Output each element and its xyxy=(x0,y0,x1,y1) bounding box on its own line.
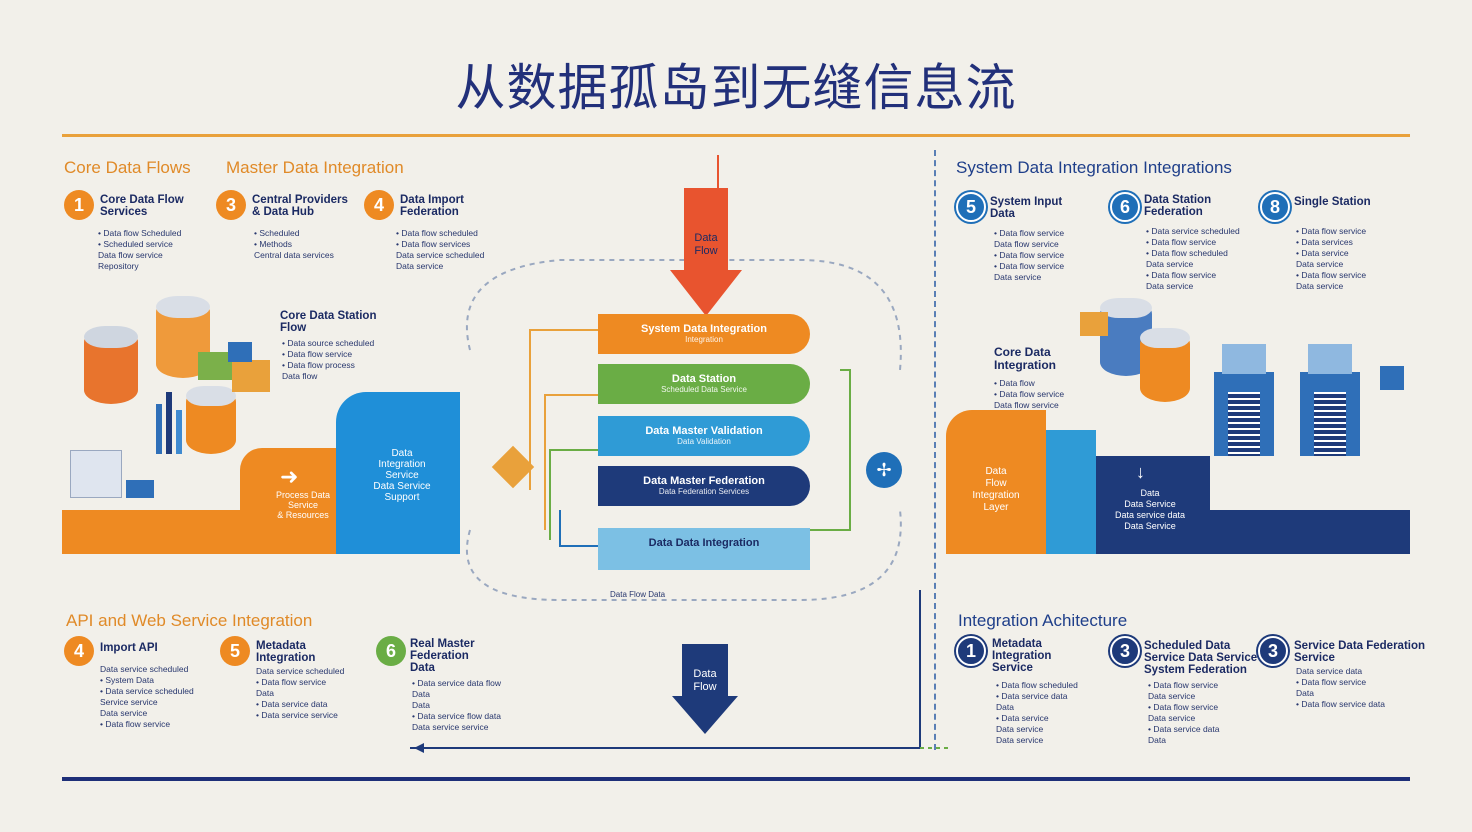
blue-integration-block xyxy=(336,392,460,554)
stack-bar-sub: Integration xyxy=(685,335,723,344)
stack-bar-3: Data Master Validation Data Validation xyxy=(598,416,810,456)
item-title: Scheduled Data Service Data Service Syst… xyxy=(1144,640,1258,676)
step-badge: 5 xyxy=(956,192,986,222)
step-badge: 6 xyxy=(1110,192,1140,222)
flow-bullets: • Data source scheduled • Data flow serv… xyxy=(282,338,375,381)
cyan-strip xyxy=(1046,430,1096,554)
stack-bar-title: Data Master Validation xyxy=(645,425,763,437)
shuffle-icon: ✢ xyxy=(866,452,902,488)
item-title: Data Station Federation xyxy=(1144,194,1212,218)
item-bullets: • Data flow service • Data services • Da… xyxy=(1296,226,1367,291)
item-bullets: • Data service scheduled • Data flow ser… xyxy=(1146,226,1240,291)
item-bullets: • Data flow service Data service • Data … xyxy=(1148,680,1220,745)
vertical-divider xyxy=(934,150,936,750)
down-arrow-red xyxy=(670,188,742,316)
step-badge: 5 xyxy=(220,636,250,666)
stack-bar-title: Data Master Federation xyxy=(643,475,765,487)
navy-notch xyxy=(1210,456,1410,510)
item-bullets: • Data flow service Data flow service • … xyxy=(994,228,1065,282)
item-bullets: • Data flow scheduled • Data service dat… xyxy=(996,680,1078,745)
center-flow-diagram xyxy=(410,155,950,753)
stack-bar-title: System Data Integration xyxy=(641,323,767,335)
stack-bar-4: Data Master Federation Data Federation S… xyxy=(598,466,810,506)
step-badge: 4 xyxy=(64,636,94,666)
top-divider xyxy=(62,134,1410,137)
step-badge: 8 xyxy=(1260,192,1290,222)
step-badge: 3 xyxy=(1110,636,1140,666)
item-bullets: Data service data • Data flow service Da… xyxy=(1296,666,1385,709)
orange-base-bar xyxy=(62,510,362,554)
step-badge: 1 xyxy=(956,636,986,666)
item-bullets: • Scheduled • Methods Central data servi… xyxy=(254,228,334,260)
item-title: Metadata Integration xyxy=(256,640,316,664)
section-title-integration-architecture: Integration Achitecture xyxy=(958,611,1128,630)
orange-layer-block xyxy=(946,410,1046,554)
stack-bar-sub: Data Federation Services xyxy=(658,487,750,496)
item-bullets: • Data service data flow Data Data • Dat… xyxy=(412,678,501,732)
stack-bar-1: System Data Integration Integration xyxy=(598,314,810,354)
item-title: System Input Data xyxy=(990,196,1063,220)
stack-bar-sub: Data Validation xyxy=(677,437,731,446)
section-title-api-web-service: API and Web Service Integration xyxy=(66,611,313,630)
arrow-right-icon: ➜ xyxy=(280,464,299,489)
item-bullets: • Data flow Scheduled • Scheduled servic… xyxy=(98,228,182,271)
item-bullets: • Data flow scheduled • Data flow servic… xyxy=(396,228,485,271)
stack-bar-title: Data Data Integration xyxy=(648,537,760,549)
page-title: 从数据孤岛到无缝信息流 xyxy=(455,59,1017,117)
item-title: Data Import Federation xyxy=(400,194,464,218)
down-arrow-navy xyxy=(672,644,738,734)
flow-arrow-label: Data Flow xyxy=(694,232,718,257)
section-title-master-data-integration: Master Data Integration xyxy=(226,158,404,177)
core-integration-title: Core Data Integration xyxy=(994,345,1056,372)
stack-bar-title: Data Station xyxy=(671,373,737,385)
flow-integration-layer-label: Data Flow Integration Layer xyxy=(972,466,1020,513)
item-bullets: Data service scheduled • Data flow servi… xyxy=(256,666,345,720)
stack-bar-sub: Scheduled Data Service xyxy=(661,385,747,394)
loop-label: Data Flow Data xyxy=(610,590,666,599)
data-service-label: Data Data Service Data service data Data… xyxy=(1114,488,1186,531)
step-badge: 1 xyxy=(64,190,94,220)
item-title: Service Data Federation Service xyxy=(1294,640,1426,664)
section-title-core-data-flows: Core Data Flows xyxy=(64,158,191,177)
flow-title: Core Data Station Flow xyxy=(280,310,377,334)
item-title: Core Data Flow Services xyxy=(100,194,184,218)
step-badge: 3 xyxy=(216,190,246,220)
process-data-label: Process Data Service & Resources xyxy=(275,490,331,520)
arrow-down-icon: ↓ xyxy=(1136,462,1145,482)
step-badge: 6 xyxy=(376,636,406,666)
core-integration-bullets: • Data flow • Data flow service Data flo… xyxy=(994,378,1065,410)
bottom-divider xyxy=(62,777,1410,781)
item-bullets: Data service scheduled • System Data • D… xyxy=(100,664,194,729)
item-title: Real Master Federation Data xyxy=(410,638,475,674)
item-title: Metadata Integration Service xyxy=(992,638,1052,674)
section-title-system-integration: System Data Integration Integrations xyxy=(956,158,1232,177)
item-title: Single Station xyxy=(1294,196,1371,208)
integration-service-label: Data Integration Service Data Service Su… xyxy=(373,448,431,503)
item-title: Central Providers & Data Hub xyxy=(252,194,348,218)
bottom-arrow-label: Data Flow xyxy=(693,668,717,693)
stack-bar-2: Data Station Scheduled Data Service xyxy=(598,364,810,404)
stack-bar-5: Data Data Integration xyxy=(598,528,810,570)
step-badge: 4 xyxy=(364,190,394,220)
item-title: Import API xyxy=(100,642,158,654)
step-badge: 3 xyxy=(1258,636,1288,666)
